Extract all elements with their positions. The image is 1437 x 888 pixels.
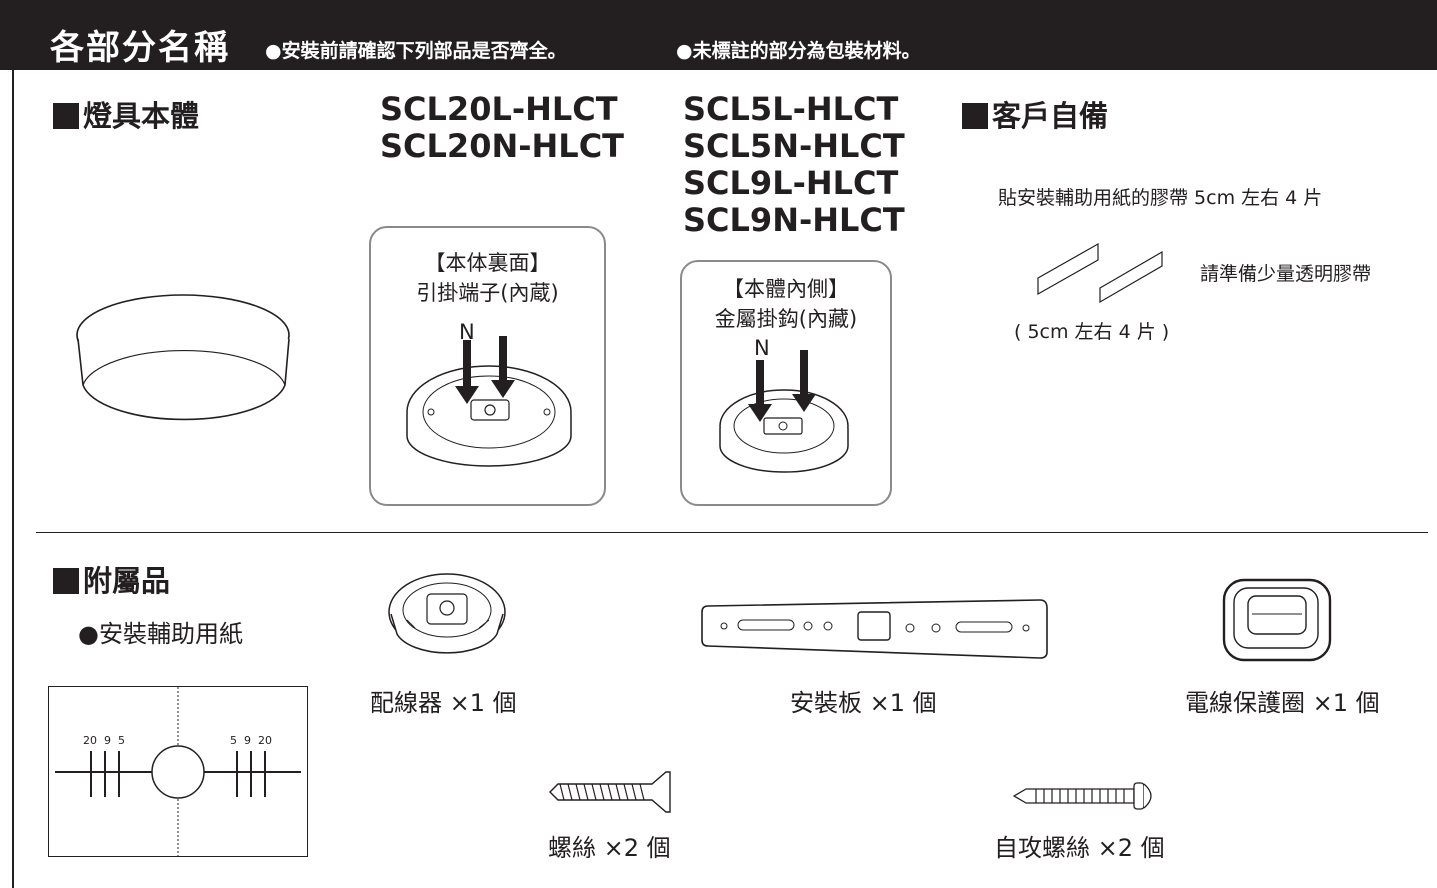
section-lamp-body: 燈具本體 (53, 93, 199, 135)
bullet-square-icon (53, 103, 79, 129)
content-frame (12, 70, 1437, 888)
installation-template: 20 9 5 5 9 20 (48, 686, 308, 857)
model-name: SCL5N-HLCT (683, 127, 905, 165)
box-hook-detail: 【本體內側】 金屬掛鈎(內藏) N (680, 260, 892, 506)
caption-self-tap-screw: 自攻螺絲 ×2 個 (994, 834, 1165, 862)
caption-screw: 螺絲 ×2 個 (548, 834, 671, 862)
page-title: 各部分名稱 (50, 28, 230, 68)
mounting-plate-illustration (701, 599, 1048, 659)
template-ticks-right: 5 9 20 (230, 734, 272, 747)
model-name: SCL9N-HLCT (683, 201, 905, 239)
section-accessories-label: 附屬品 (83, 564, 171, 598)
bullet-square-icon (53, 568, 79, 594)
model-name: SCL20N-HLCT (380, 127, 624, 165)
connector-illustration (388, 573, 506, 654)
model-name: SCL20L-HLCT (380, 90, 618, 128)
self-tap-screw-illustration (1012, 782, 1152, 810)
header-note-packaging: ●未標註的部分為包裝材料。 (676, 40, 921, 62)
box-hook-subtitle: 金屬掛鈎(內藏) (714, 307, 858, 331)
box-terminal-subtitle: 引掛端子(內蔵) (416, 281, 559, 305)
box-terminal-detail: 【本体裏面】 引掛端子(內蔵) N (369, 226, 606, 506)
section-lamp-body-label: 燈具本體 (83, 99, 200, 133)
section-customer-supplied: 客戶自備 (962, 93, 1108, 135)
lamp-body-illustration (76, 294, 290, 421)
bullet-square-icon (962, 103, 988, 129)
model-list-b: SCL5L-HLCT SCL5N-HLCT SCL9L-HLCT SCL9N-H… (683, 91, 905, 239)
tape-size: ( 5cm 左右 4 片 ) (1014, 321, 1170, 343)
template-guide-marks (55, 687, 301, 856)
model-name: SCL9L-HLCT (683, 164, 899, 202)
marker-n: N (459, 320, 475, 344)
grommet-illustration (1222, 578, 1332, 662)
screw-illustration (549, 771, 671, 813)
marker-n: N (754, 336, 770, 360)
metal-hook-illustration (719, 350, 849, 473)
paper-label: ●安裝輔助用紙 (78, 620, 243, 648)
caption-connector: 配線器 ×1 個 (370, 689, 517, 717)
caption-grommet: 電線保護圈 ×1 個 (1185, 689, 1380, 717)
tape-strips-illustration (1037, 242, 1163, 304)
template-ticks-left: 20 9 5 (83, 734, 125, 747)
header-note-check: ●安裝前請確認下列部品是否齊全。 (265, 40, 567, 62)
section-divider (36, 532, 1428, 533)
box-terminal-title: 【本体裏面】 (424, 251, 551, 275)
model-name: SCL5L-HLCT (683, 90, 899, 128)
model-list-a: SCL20L-HLCT SCL20N-HLCT (380, 91, 624, 165)
tape-note: 請準備少量透明膠帶 (1200, 263, 1372, 285)
header-bar: 各部分名稱 ●安裝前請確認下列部品是否齊全。 ●未標註的部分為包裝材料。 (0, 0, 1437, 70)
box-hook-title: 【本體內側】 (723, 277, 849, 301)
caption-mounting-plate: 安裝板 ×1 個 (790, 689, 937, 717)
section-customer-supplied-label: 客戶自備 (992, 99, 1109, 133)
ceiling-terminal-illustration (406, 336, 572, 467)
tape-description: 貼安裝輔助用紙的膠帶 5cm 左右 4 片 (998, 187, 1323, 209)
section-accessories: 附屬品 (53, 558, 170, 600)
